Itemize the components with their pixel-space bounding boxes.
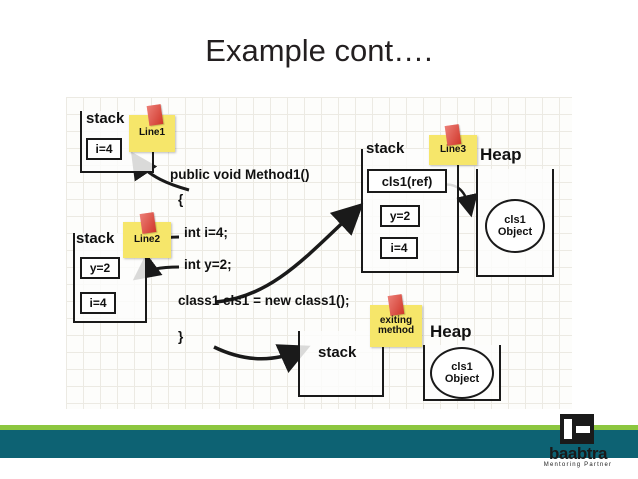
stack-slot-y2-line2: y=2 — [80, 257, 120, 279]
stack-slot-y2-line3: y=2 — [380, 205, 420, 227]
stack-frame-exiting — [298, 331, 384, 397]
brand-logo: baabtra Mentoring Partner — [532, 414, 624, 472]
stack-slot-i4-line2: i=4 — [80, 292, 116, 314]
baabtra-mark-icon — [560, 414, 594, 444]
heap-object-top-line2: Object — [497, 226, 533, 238]
sticky-line3-text: Line3 — [439, 143, 467, 155]
stack-slot-i4-line1: i=4 — [86, 138, 122, 160]
tape-line2 — [139, 212, 157, 234]
code-close-brace: } — [178, 329, 184, 344]
code-signature: public void Method1() — [170, 167, 310, 182]
tape-line3 — [444, 124, 462, 146]
heap-object-bottom-line2: Object — [444, 373, 480, 385]
tape-line1 — [146, 104, 164, 126]
sticky-line2-text: Line2 — [133, 233, 161, 245]
heap-label-bottom: Heap — [430, 322, 472, 341]
brand-tagline: Mentoring Partner — [543, 462, 613, 468]
stack-slot-i4-line3: i=4 — [380, 237, 418, 259]
sticky-line1: Line1 — [129, 115, 175, 152]
footer-bar — [0, 430, 638, 458]
stack-slot-cls1ref: cls1(ref) — [367, 169, 447, 193]
tape-exiting — [387, 294, 405, 316]
diagram-canvas: stack i=4 Line1 stack y=2 i=4 Line2 publ… — [66, 97, 572, 409]
sticky-exiting-text: exiting method — [377, 314, 415, 336]
sticky-line1-text: Line1 — [138, 127, 166, 139]
heap-object-bottom-line1: cls1 — [451, 360, 473, 373]
heap-object-bottom: cls1 Object — [430, 347, 494, 399]
brand-name: baabtra — [549, 444, 607, 463]
code-open-brace: { — [178, 192, 184, 207]
stack-label-line1: stack — [86, 110, 125, 127]
footer-base — [0, 458, 638, 479]
stack-label-line2: stack — [76, 230, 115, 247]
heap-object-top: cls1 Object — [485, 199, 545, 253]
stack-label-exiting: stack — [318, 344, 357, 361]
code-int-y: int y=2; — [184, 257, 232, 272]
page-title: Example cont…. — [205, 33, 433, 68]
footer-accent-bar — [0, 425, 638, 430]
heap-object-top-line1: cls1 — [504, 213, 526, 226]
heap-label-top: Heap — [480, 145, 522, 164]
code-new-class1: class1 cls1 = new class1(); — [178, 293, 350, 308]
code-int-i: int i=4; — [184, 225, 228, 240]
stack-label-line3: stack — [366, 140, 405, 157]
